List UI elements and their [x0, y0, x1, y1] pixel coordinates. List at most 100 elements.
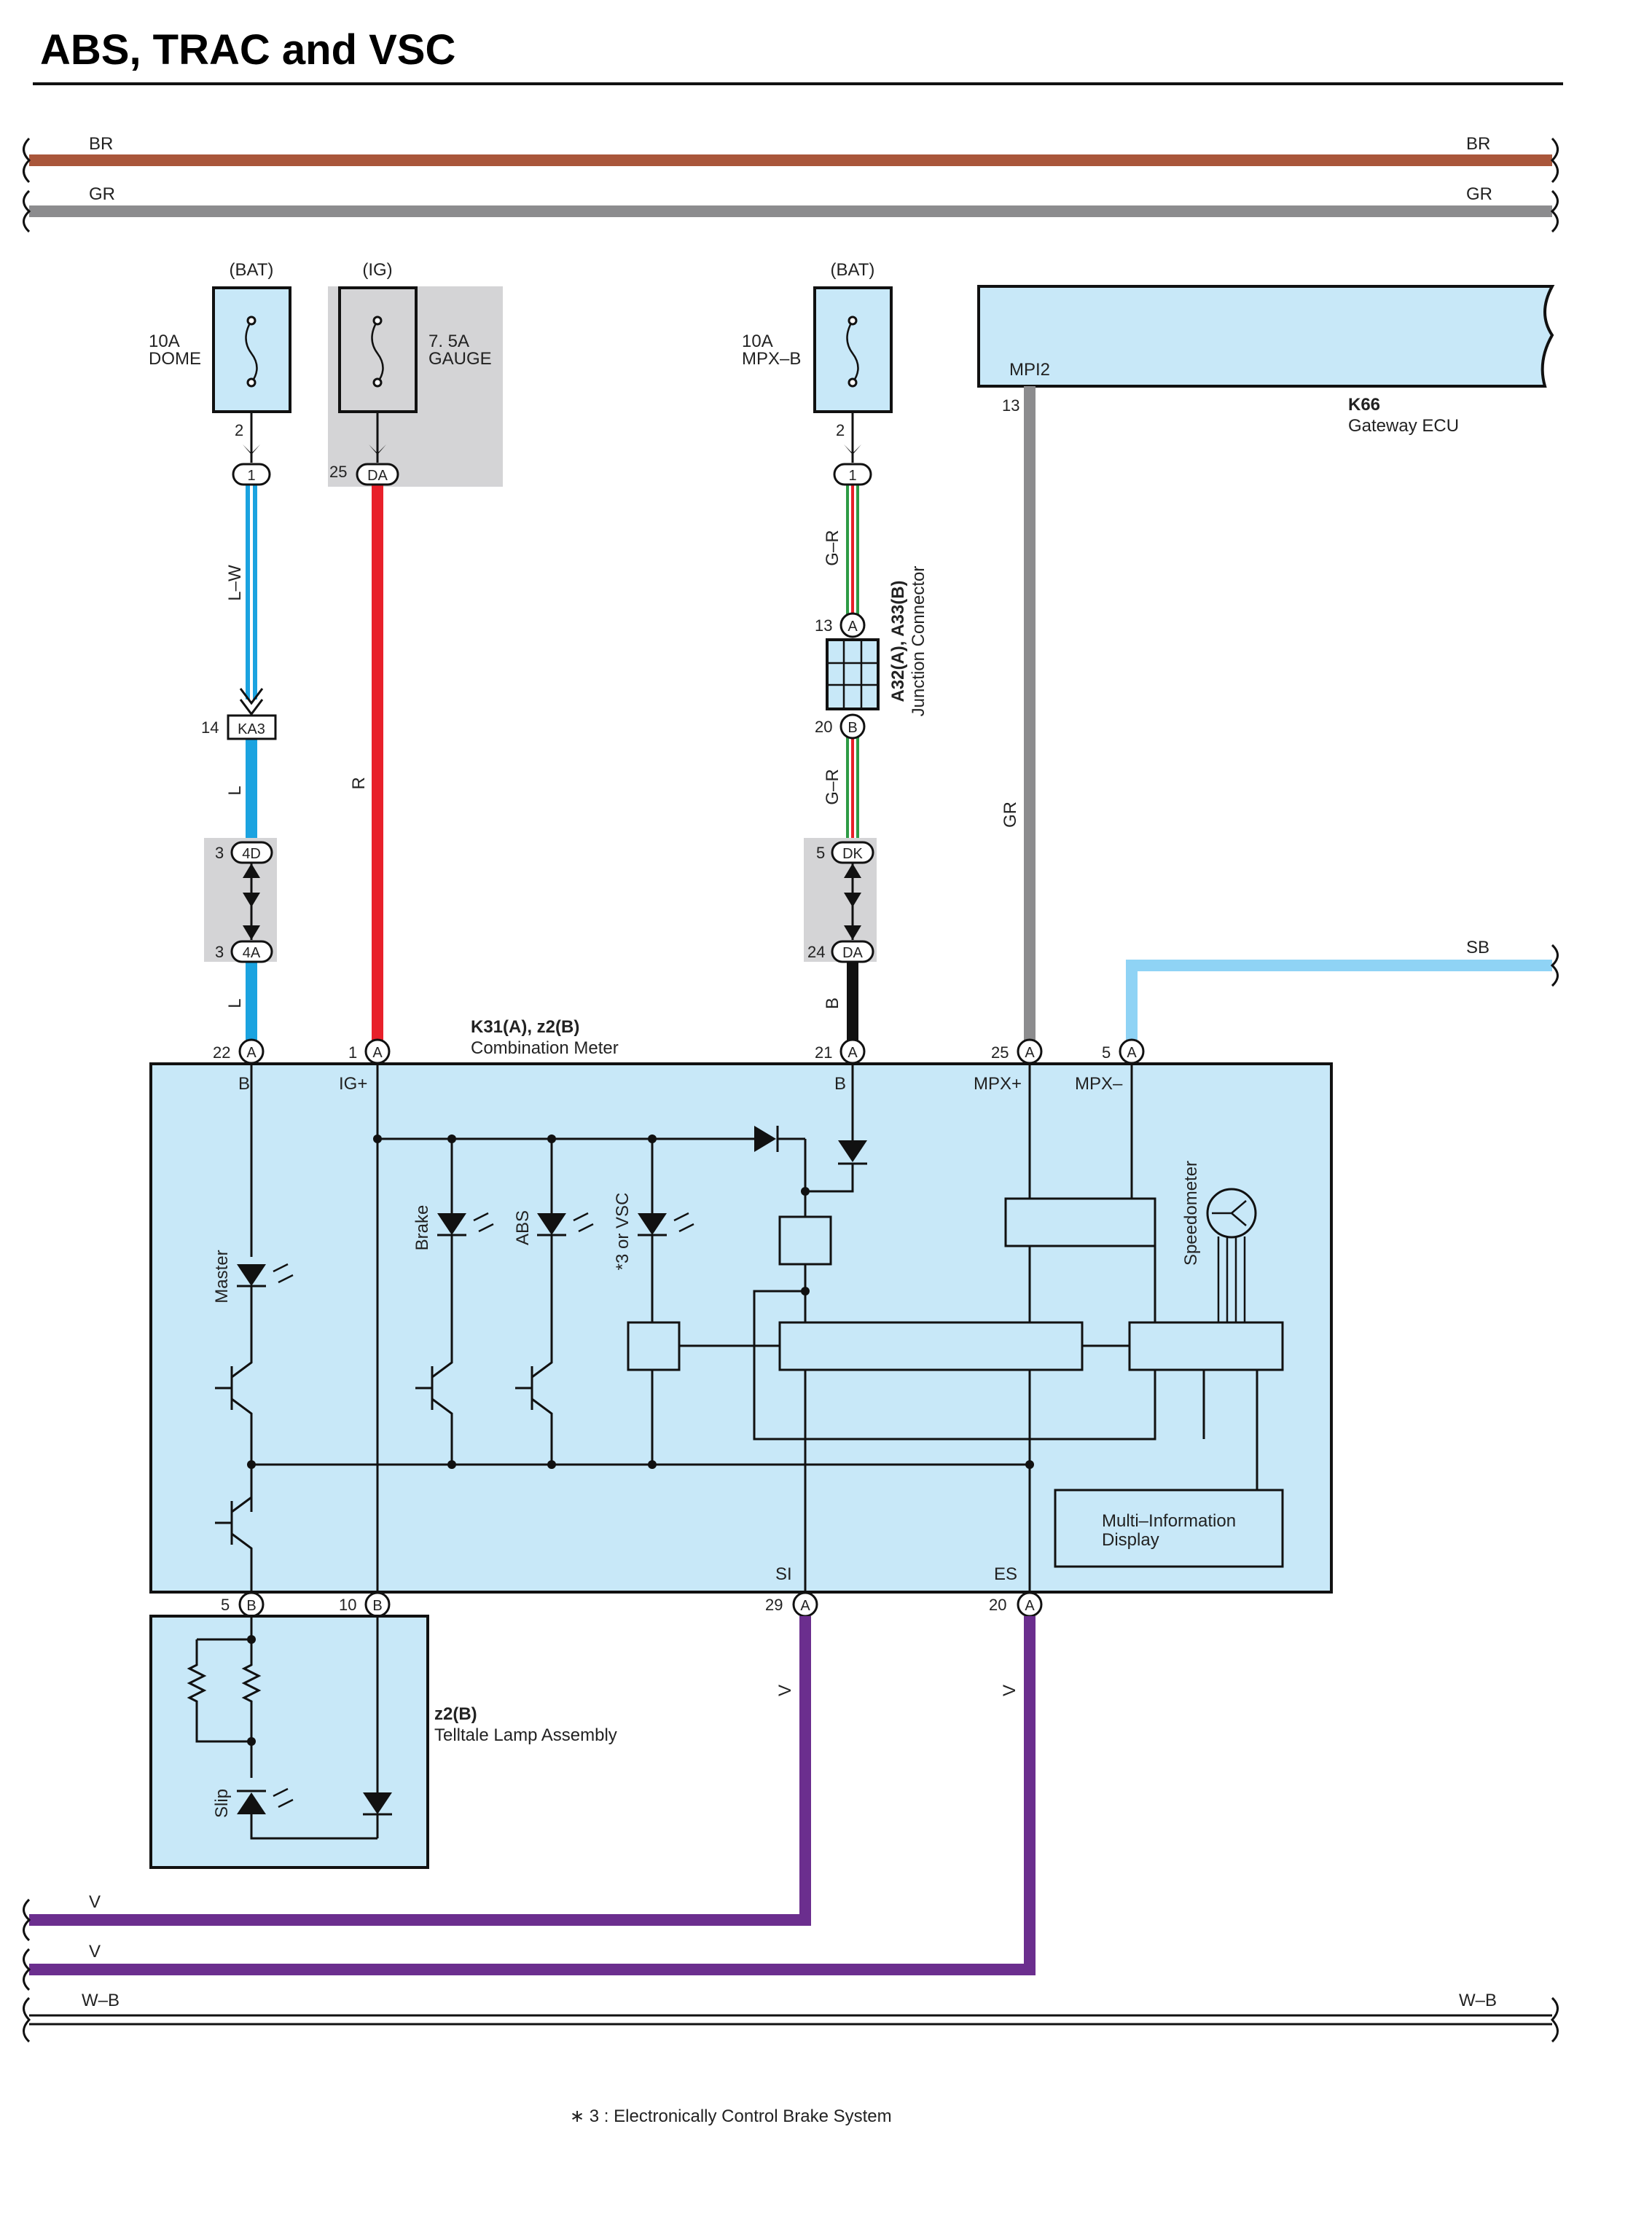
svg-text:ABS: ABS — [513, 1210, 533, 1245]
svg-text:13: 13 — [815, 616, 832, 635]
svg-text:24: 24 — [807, 943, 825, 961]
svg-text:B: B — [238, 1074, 250, 1094]
svg-text:(IG): (IG) — [362, 260, 392, 280]
bus-br-label-right: BR — [1466, 134, 1490, 154]
page-title: ABS, TRAC and VSC — [40, 26, 455, 74]
svg-text:1: 1 — [848, 468, 856, 484]
svg-text:Junction Connector: Junction Connector — [909, 566, 928, 717]
svg-text:B: B — [372, 1598, 382, 1614]
svg-text:Display: Display — [1102, 1530, 1159, 1550]
bus-gr-label-left: GR — [89, 184, 115, 204]
svg-text:MPX+: MPX+ — [974, 1074, 1022, 1094]
footnote: ∗ 3 : Electronically Control Brake Syste… — [570, 2106, 892, 2126]
svg-text:1: 1 — [348, 1043, 357, 1062]
svg-text:DA: DA — [367, 468, 388, 484]
svg-text:20: 20 — [815, 718, 832, 736]
svg-text:7. 5A: 7. 5A — [428, 332, 469, 351]
wire-sb: SB — [1126, 938, 1559, 1049]
meter-connectors-top: 22 A 1 A 21 A 25 A 5 A — [213, 1038, 1145, 1065]
svg-text:DA: DA — [842, 945, 863, 961]
combination-meter: K31(A), z2(B) Combination Meter B IG+ B … — [149, 1017, 1333, 1594]
gateway-ecu: MPI2 13 K66 Gateway ECU — [977, 285, 1555, 436]
svg-text:4A: 4A — [243, 945, 261, 961]
svg-text:R: R — [349, 777, 369, 789]
svg-text:10: 10 — [339, 1596, 356, 1614]
svg-text:W–B: W–B — [82, 1991, 120, 2010]
svg-text:A: A — [1127, 1045, 1137, 1061]
svg-text:*3 or VSC: *3 or VSC — [613, 1193, 633, 1271]
junction-connector: 13 A 20 B A32(A), A33(B) Junction Connec… — [815, 566, 928, 740]
svg-text:3: 3 — [215, 943, 224, 961]
fuse-dome: (BAT) 10A DOME 2 — [149, 260, 291, 439]
svg-text:2: 2 — [235, 421, 243, 439]
svg-text:B: B — [847, 720, 857, 736]
svg-text:10A: 10A — [149, 332, 180, 351]
svg-text:B: B — [823, 998, 842, 1009]
connector-ka3: 14 KA3 — [201, 714, 277, 740]
bus-br-label-left: BR — [89, 134, 113, 154]
svg-text:z2(B): z2(B) — [434, 1704, 477, 1724]
svg-text:Telltale Lamp Assembly: Telltale Lamp Assembly — [434, 1725, 617, 1745]
svg-text:V: V — [1000, 1685, 1019, 1696]
svg-text:SI: SI — [775, 1564, 792, 1584]
svg-text:MPX–: MPX– — [1075, 1074, 1123, 1094]
connector-4a: 3 4A — [215, 940, 273, 963]
svg-text:Gateway ECU: Gateway ECU — [1348, 416, 1459, 436]
connector-dk: 5 DK — [816, 841, 874, 864]
svg-text:V: V — [775, 1685, 795, 1696]
svg-text:22: 22 — [213, 1043, 230, 1062]
svg-text:L–W: L–W — [225, 565, 245, 601]
svg-text:3: 3 — [215, 844, 224, 862]
bus-gr: GR GR — [23, 184, 1559, 233]
svg-text:20: 20 — [989, 1596, 1006, 1614]
svg-text:Slip: Slip — [212, 1789, 232, 1818]
svg-text:L: L — [225, 998, 245, 1008]
bus-gr-label-right: GR — [1466, 184, 1492, 204]
svg-text:GAUGE: GAUGE — [428, 349, 492, 369]
svg-text:KA3: KA3 — [238, 721, 265, 737]
connector-da-mpx: 24 DA — [807, 940, 874, 963]
svg-text:A: A — [1025, 1598, 1035, 1614]
svg-text:Combination Meter: Combination Meter — [471, 1038, 619, 1058]
fuse-gauge: (IG) 7. 5A GAUGE — [328, 260, 503, 487]
svg-text:10A: 10A — [742, 332, 773, 351]
connector-4d: 3 4D — [215, 841, 273, 864]
svg-text:W–B: W–B — [1459, 1991, 1497, 2010]
svg-text:Multi–Information: Multi–Information — [1102, 1511, 1236, 1531]
svg-text:2: 2 — [836, 421, 845, 439]
connector-1-dome: 1 1 — [232, 463, 271, 486]
svg-text:MPX–B: MPX–B — [742, 349, 801, 369]
svg-text:4D: 4D — [242, 846, 261, 862]
wire-v-si: V V — [23, 1616, 811, 1942]
svg-text:MPI2: MPI2 — [1009, 360, 1050, 380]
svg-text:(BAT): (BAT) — [230, 260, 274, 280]
svg-text:A: A — [246, 1045, 257, 1061]
svg-text:14: 14 — [201, 718, 219, 737]
wire-lw: L–W L L — [204, 412, 277, 1049]
connector-1-mpxb: 1 — [833, 463, 872, 486]
connector-da-gauge: 25 DA — [329, 463, 399, 486]
svg-text:5: 5 — [221, 1596, 230, 1614]
svg-text:L: L — [225, 785, 245, 795]
svg-text:V: V — [89, 1942, 101, 1961]
wire-r: R — [349, 412, 386, 1049]
fuse-mpx-b: (BAT) 10A MPX–B 2 — [742, 260, 893, 439]
svg-text:A: A — [847, 619, 858, 635]
svg-text:DK: DK — [842, 846, 863, 862]
svg-text:A: A — [372, 1045, 383, 1061]
svg-text:B: B — [246, 1598, 256, 1614]
svg-text:ES: ES — [994, 1564, 1017, 1584]
svg-text:A: A — [800, 1598, 810, 1614]
wire-v-es: V V — [23, 1616, 1036, 1991]
svg-text:K66: K66 — [1348, 395, 1380, 415]
wire-gr: GR — [1001, 386, 1036, 1049]
svg-text:GR: GR — [1001, 802, 1020, 828]
svg-text:25: 25 — [991, 1043, 1009, 1062]
svg-text:Brake: Brake — [412, 1205, 432, 1251]
svg-text:A: A — [847, 1045, 858, 1061]
svg-text:G–R: G–R — [823, 769, 842, 804]
bus-br: BR BR — [23, 134, 1559, 184]
telltale-lamp-assembly: Slip z2(B) Telltale Lamp Assembly — [149, 1615, 617, 1869]
bus-wb: W–B W–B — [23, 1991, 1559, 2043]
